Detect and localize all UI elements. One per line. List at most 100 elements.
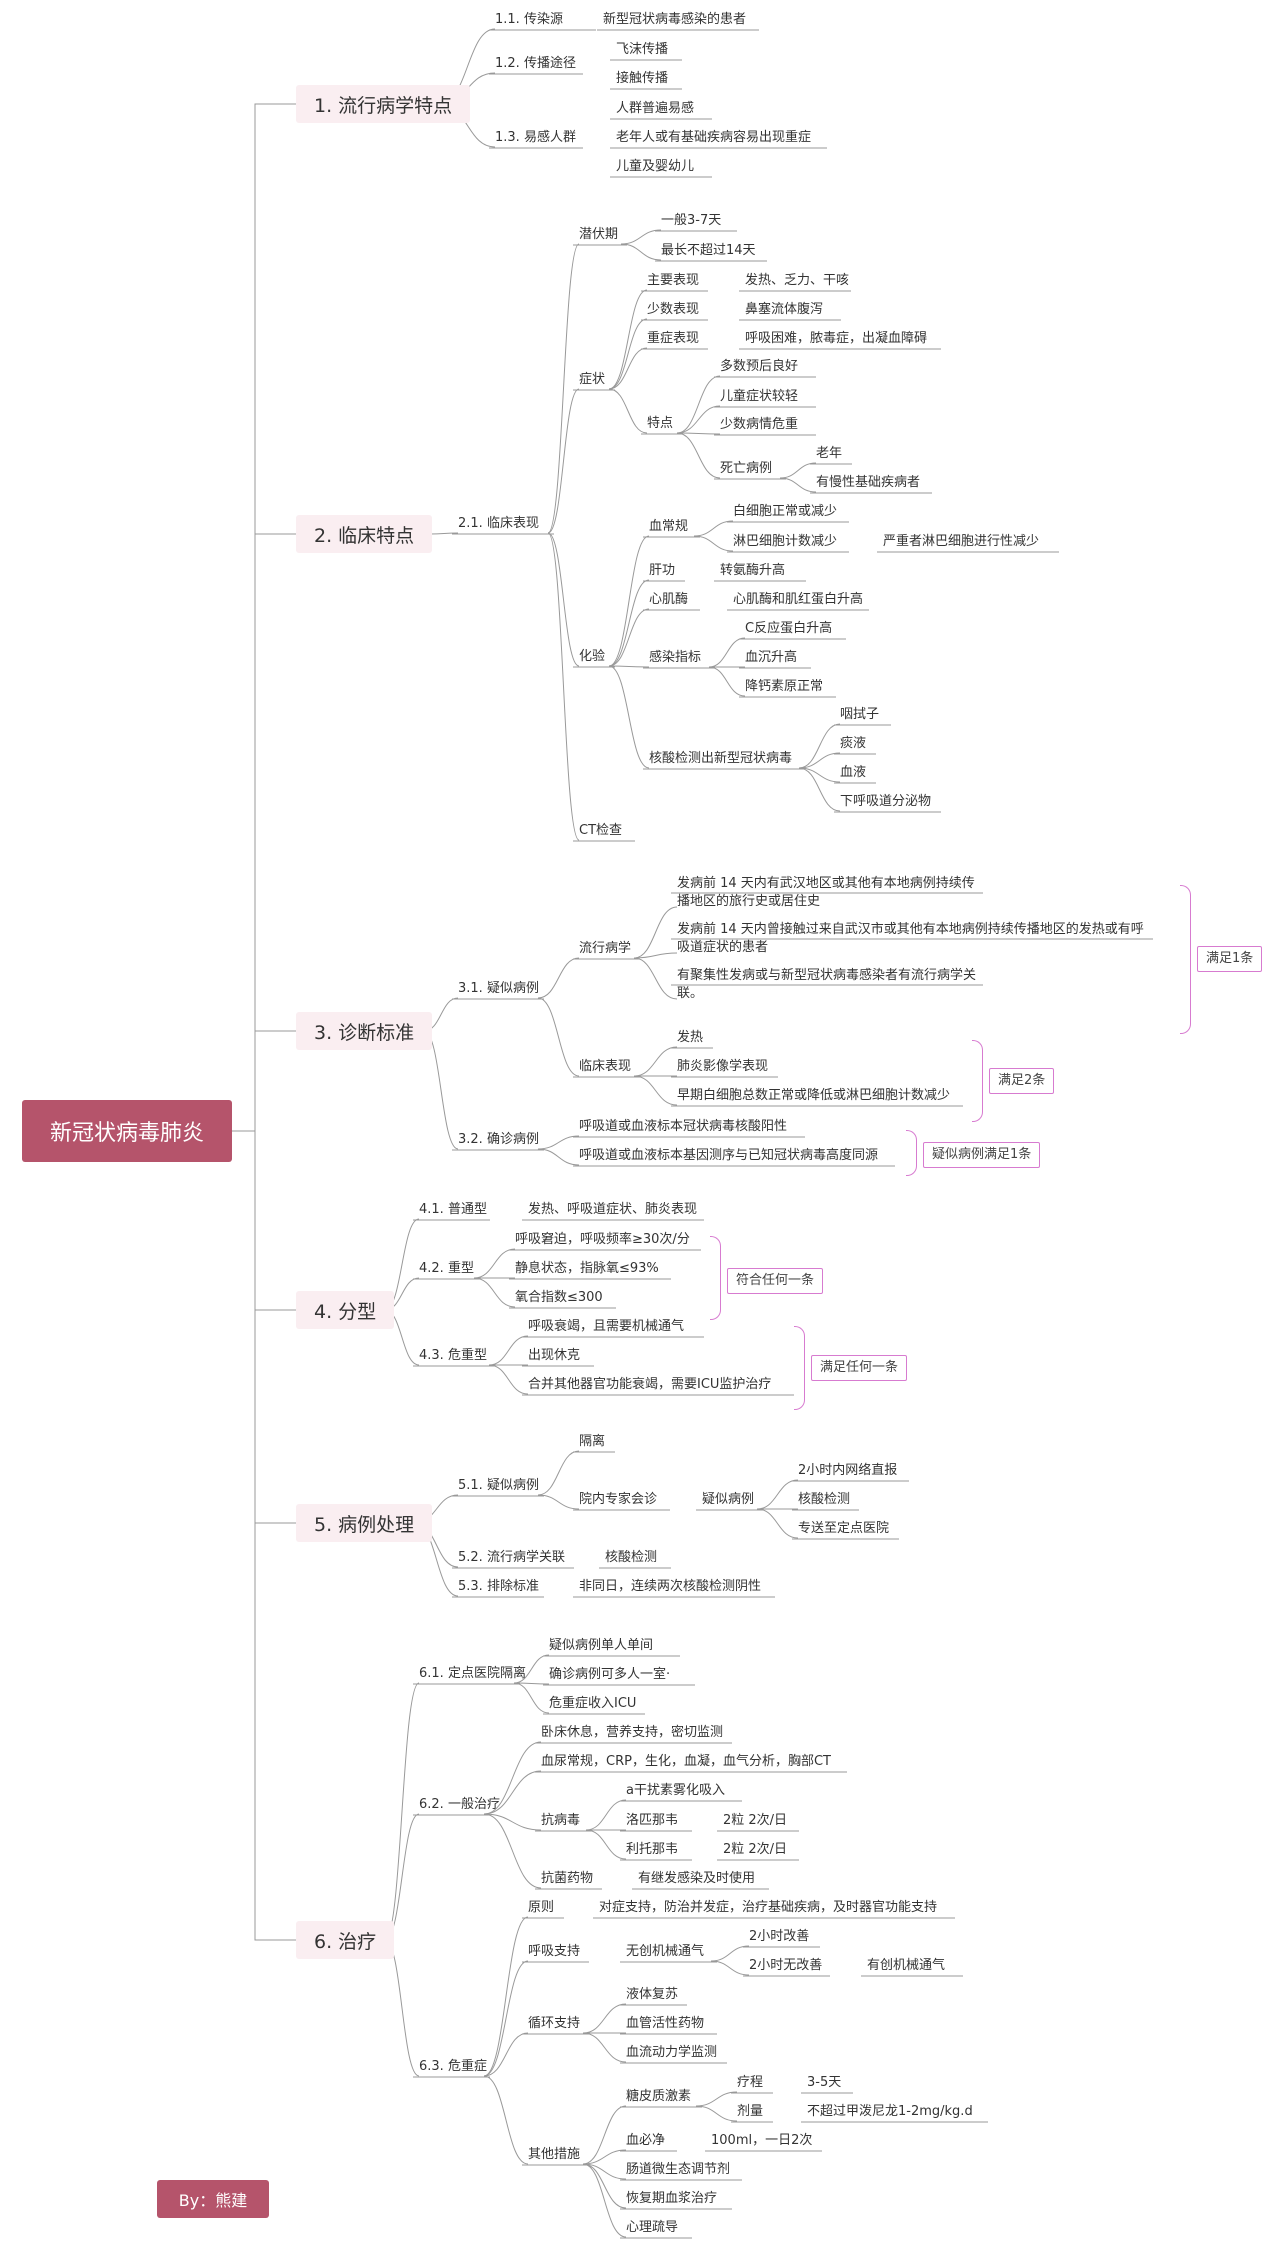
leaf-ci2[interactable]: 血管活性药物 [626, 2016, 705, 2031]
leaf-g2[interactable]: 血尿常规，CRP，生化，血凝，血气分析，胸部CT [541, 1754, 831, 1769]
leaf-ci1[interactable]: 液体复苏 [626, 1987, 679, 2002]
leaf-xbj1[interactable]: 100ml，一日2次 [711, 2133, 813, 2148]
node-1-2[interactable]: 1.2. 传播途径 [495, 56, 576, 71]
node-features[interactable]: 特点 [647, 416, 674, 431]
section-clinical[interactable]: 2. 临床特点 [296, 515, 433, 553]
leaf-av2a[interactable]: 2粒 2次/日 [723, 1813, 788, 1828]
leaf-gc2[interactable]: 剂量 [737, 2104, 764, 2119]
node-1-3[interactable]: 1.3. 易感人群 [495, 130, 576, 145]
leaf-contact[interactable]: 接触传播 [616, 71, 669, 86]
leaf-gc1[interactable]: 疗程 [737, 2075, 764, 2090]
node-5-2[interactable]: 5.2. 流行病学关联 [458, 1550, 565, 1565]
node-infection[interactable]: 感染指标 [649, 650, 702, 665]
leaf-sus3[interactable]: 专送至定点医院 [798, 1521, 890, 1536]
leaf-k2[interactable]: 呼吸道或血液标本基因测序与已知冠状病毒高度同源 [579, 1148, 879, 1163]
leaf-n42a[interactable]: 呼吸窘迫，呼吸频率≥30次/分 [515, 1232, 690, 1247]
leaf-niv1[interactable]: 2小时改善 [749, 1929, 810, 1944]
leaf-iso[interactable]: 隔离 [579, 1434, 606, 1449]
leaf-sev1[interactable]: 呼吸困难，脓毒症，出凝血障碍 [745, 331, 928, 346]
leaf-droplet[interactable]: 飞沫传播 [616, 42, 669, 57]
leaf-bl1[interactable]: 白细胞正常或减少 [733, 504, 838, 519]
leaf-nuc4[interactable]: 下呼吸道分泌物 [840, 794, 932, 809]
leaf-n42c[interactable]: 氧合指数≤300 [515, 1290, 603, 1305]
leaf-d1[interactable]: 老年 [816, 446, 843, 461]
node-4-2[interactable]: 4.2. 重型 [419, 1261, 474, 1276]
leaf-e3[interactable]: 有聚集性发病或与新型冠状病毒感染者有流行病学关联。 [677, 968, 977, 1001]
leaf-n41a[interactable]: 发热、呼吸道症状、肺炎表现 [528, 1202, 698, 1217]
section-diagnosis[interactable]: 3. 诊断标准 [296, 1012, 433, 1050]
leaf-i1[interactable]: 疑似病例单人单间 [549, 1638, 654, 1653]
leaf-n43a[interactable]: 呼吸衰竭，且需要机械通气 [528, 1319, 685, 1334]
node-5-1[interactable]: 5.1. 疑似病例 [458, 1478, 539, 1493]
node-nucleic[interactable]: 核酸检测出新型冠状病毒 [649, 751, 793, 766]
node-suspected[interactable]: 疑似病例 [702, 1492, 755, 1507]
node-4-3[interactable]: 4.3. 危重型 [419, 1348, 487, 1363]
node-incubation[interactable]: 潜伏期 [579, 227, 619, 242]
node-xbj[interactable]: 血必净 [626, 2133, 666, 2148]
leaf-main1[interactable]: 发热、乏力、干咳 [745, 273, 850, 288]
node-principle[interactable]: 原则 [528, 1900, 555, 1915]
leaf-susceptible[interactable]: 人群普遍易感 [616, 101, 695, 116]
leaf-o3[interactable]: 恢复期血浆治疗 [626, 2191, 718, 2206]
node-few[interactable]: 少数表现 [647, 302, 700, 317]
leaf-inf2[interactable]: 血沉升高 [745, 650, 798, 665]
leaf-n52a[interactable]: 核酸检测 [605, 1550, 658, 1565]
leaf-nuc1[interactable]: 咽拭子 [840, 707, 880, 722]
node-lab[interactable]: 化验 [579, 649, 606, 664]
leaf-n43c[interactable]: 合并其他器官功能衰竭，需要ICU监护治疗 [528, 1377, 772, 1392]
leaf-av1[interactable]: a干扰素雾化吸入 [626, 1783, 725, 1798]
leaf-f2[interactable]: 儿童症状较轻 [720, 389, 799, 404]
leaf-n42b[interactable]: 静息状态，指脉氧≤93% [515, 1261, 659, 1276]
leaf-few1[interactable]: 鼻塞流体腹泻 [745, 302, 824, 317]
leaf-inf3[interactable]: 降钙素原正常 [745, 679, 824, 694]
node-1-1[interactable]: 1.1. 传染源 [495, 12, 563, 27]
leaf-bl2[interactable]: 淋巴细胞计数减少 [733, 534, 838, 549]
leaf-e1[interactable]: 发病前 14 天内有武汉地区或其他有本地病例持续传播地区的旅行史或居住史 [677, 876, 975, 909]
leaf-sus1[interactable]: 2小时内网络直报 [798, 1463, 898, 1478]
node-antiviral[interactable]: 抗病毒 [541, 1813, 581, 1828]
leaf-sus2[interactable]: 核酸检测 [798, 1492, 851, 1507]
node-symptoms[interactable]: 症状 [579, 372, 606, 387]
leaf-o2[interactable]: 肠道微生态调节剂 [626, 2162, 731, 2177]
node-6-3[interactable]: 6.3. 危重症 [419, 2059, 487, 2074]
node-5-3[interactable]: 5.3. 排除标准 [458, 1579, 539, 1594]
node-niv[interactable]: 无创机械通气 [626, 1944, 705, 1959]
node-antibiotic[interactable]: 抗菌药物 [541, 1871, 594, 1886]
leaf-c3[interactable]: 早期白细胞总数正常或降低或淋巴细胞计数减少 [677, 1088, 951, 1103]
leaf-av3[interactable]: 利托那韦 [626, 1842, 679, 1857]
root-topic[interactable]: 新冠状病毒肺炎 [22, 1100, 232, 1162]
node-ct[interactable]: CT检查 [579, 823, 623, 838]
leaf-i2[interactable]: 确诊病例可多人一室· [549, 1667, 671, 1682]
leaf-f1[interactable]: 多数预后良好 [720, 359, 799, 374]
node-blood[interactable]: 血常规 [649, 519, 689, 534]
leaf-n53a[interactable]: 非同日，连续两次核酸检测阴性 [579, 1579, 762, 1594]
leaf-i3[interactable]: 危重症收入ICU [549, 1696, 637, 1711]
node-6-2[interactable]: 6.2. 一般治疗 [419, 1797, 500, 1812]
node-epi[interactable]: 流行病学 [579, 941, 632, 956]
leaf-av2[interactable]: 洛匹那韦 [626, 1813, 679, 1828]
node-main[interactable]: 主要表现 [647, 273, 700, 288]
section-classification[interactable]: 4. 分型 [296, 1291, 395, 1329]
node-2-1[interactable]: 2.1. 临床表现 [458, 516, 539, 531]
leaf-heart1[interactable]: 心肌酶和肌红蛋白升高 [733, 592, 864, 607]
node-severe[interactable]: 重症表现 [647, 331, 700, 346]
node-consult[interactable]: 院内专家会诊 [579, 1492, 658, 1507]
leaf-source[interactable]: 新型冠状病毒感染的患者 [603, 12, 747, 27]
node-3-2[interactable]: 3.2. 确诊病例 [458, 1132, 539, 1147]
leaf-gc2a[interactable]: 不超过甲泼尼龙1-2mg/kg.d [807, 2104, 973, 2119]
leaf-d2[interactable]: 有慢性基础疾病者 [816, 475, 921, 490]
section-epidemiology[interactable]: 1. 流行病学特点 [296, 85, 471, 123]
leaf-pr1[interactable]: 对症支持，防治并发症，治疗基础疾病，及时器官功能支持 [599, 1900, 938, 1915]
leaf-c2[interactable]: 肺炎影像学表现 [677, 1059, 769, 1074]
leaf-f3[interactable]: 少数病情危重 [720, 417, 799, 432]
leaf-inf1[interactable]: C反应蛋白升高 [745, 621, 833, 636]
leaf-o4[interactable]: 心理疏导 [626, 2220, 679, 2235]
leaf-gc1a[interactable]: 3-5天 [807, 2075, 842, 2090]
node-steroid[interactable]: 糖皮质激素 [626, 2089, 692, 2104]
node-4-1[interactable]: 4.1. 普通型 [419, 1202, 487, 1217]
leaf-nuc3[interactable]: 血液 [840, 765, 867, 780]
leaf-niv2a[interactable]: 有创机械通气 [867, 1958, 946, 1973]
leaf-inc1[interactable]: 一般3-7天 [661, 213, 722, 228]
leaf-liver1[interactable]: 转氨酶升高 [720, 563, 786, 578]
leaf-e2[interactable]: 发病前 14 天内曾接触过来自武汉市或其他有本地病例持续传播地区的发热或有呼吸道… [677, 922, 1144, 955]
